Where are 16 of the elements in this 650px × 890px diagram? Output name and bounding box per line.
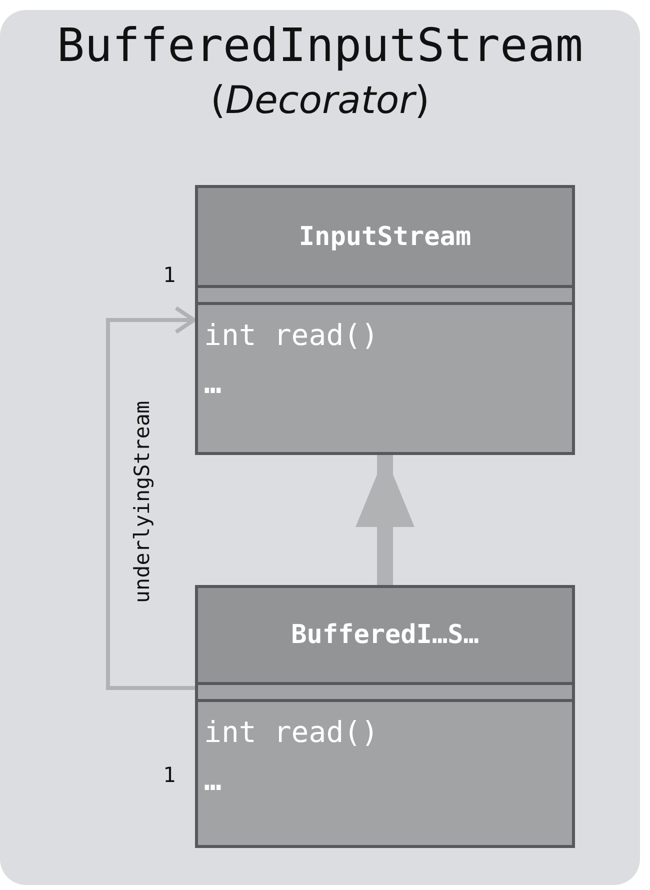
class-name: InputStream xyxy=(298,222,472,252)
class-box xyxy=(195,585,575,848)
multiplicity-label: 1 xyxy=(163,763,176,787)
multiplicity-label: 1 xyxy=(163,263,176,287)
class-box xyxy=(195,185,575,455)
panel-subheading: (Decorator) xyxy=(210,78,430,122)
edge-label: underlyingStream xyxy=(130,400,154,606)
class-name: BufferedI…S… xyxy=(291,620,479,650)
method-text: int read() xyxy=(204,318,379,352)
ellipsis-text: … xyxy=(204,763,222,797)
ellipsis-text: … xyxy=(204,366,222,400)
inheritance-arrow xyxy=(356,455,414,585)
method-text: int read() xyxy=(204,715,379,749)
association-arrow xyxy=(106,306,196,690)
diagram-panel xyxy=(0,10,640,885)
panel-heading: BufferedInputStream xyxy=(56,18,584,72)
